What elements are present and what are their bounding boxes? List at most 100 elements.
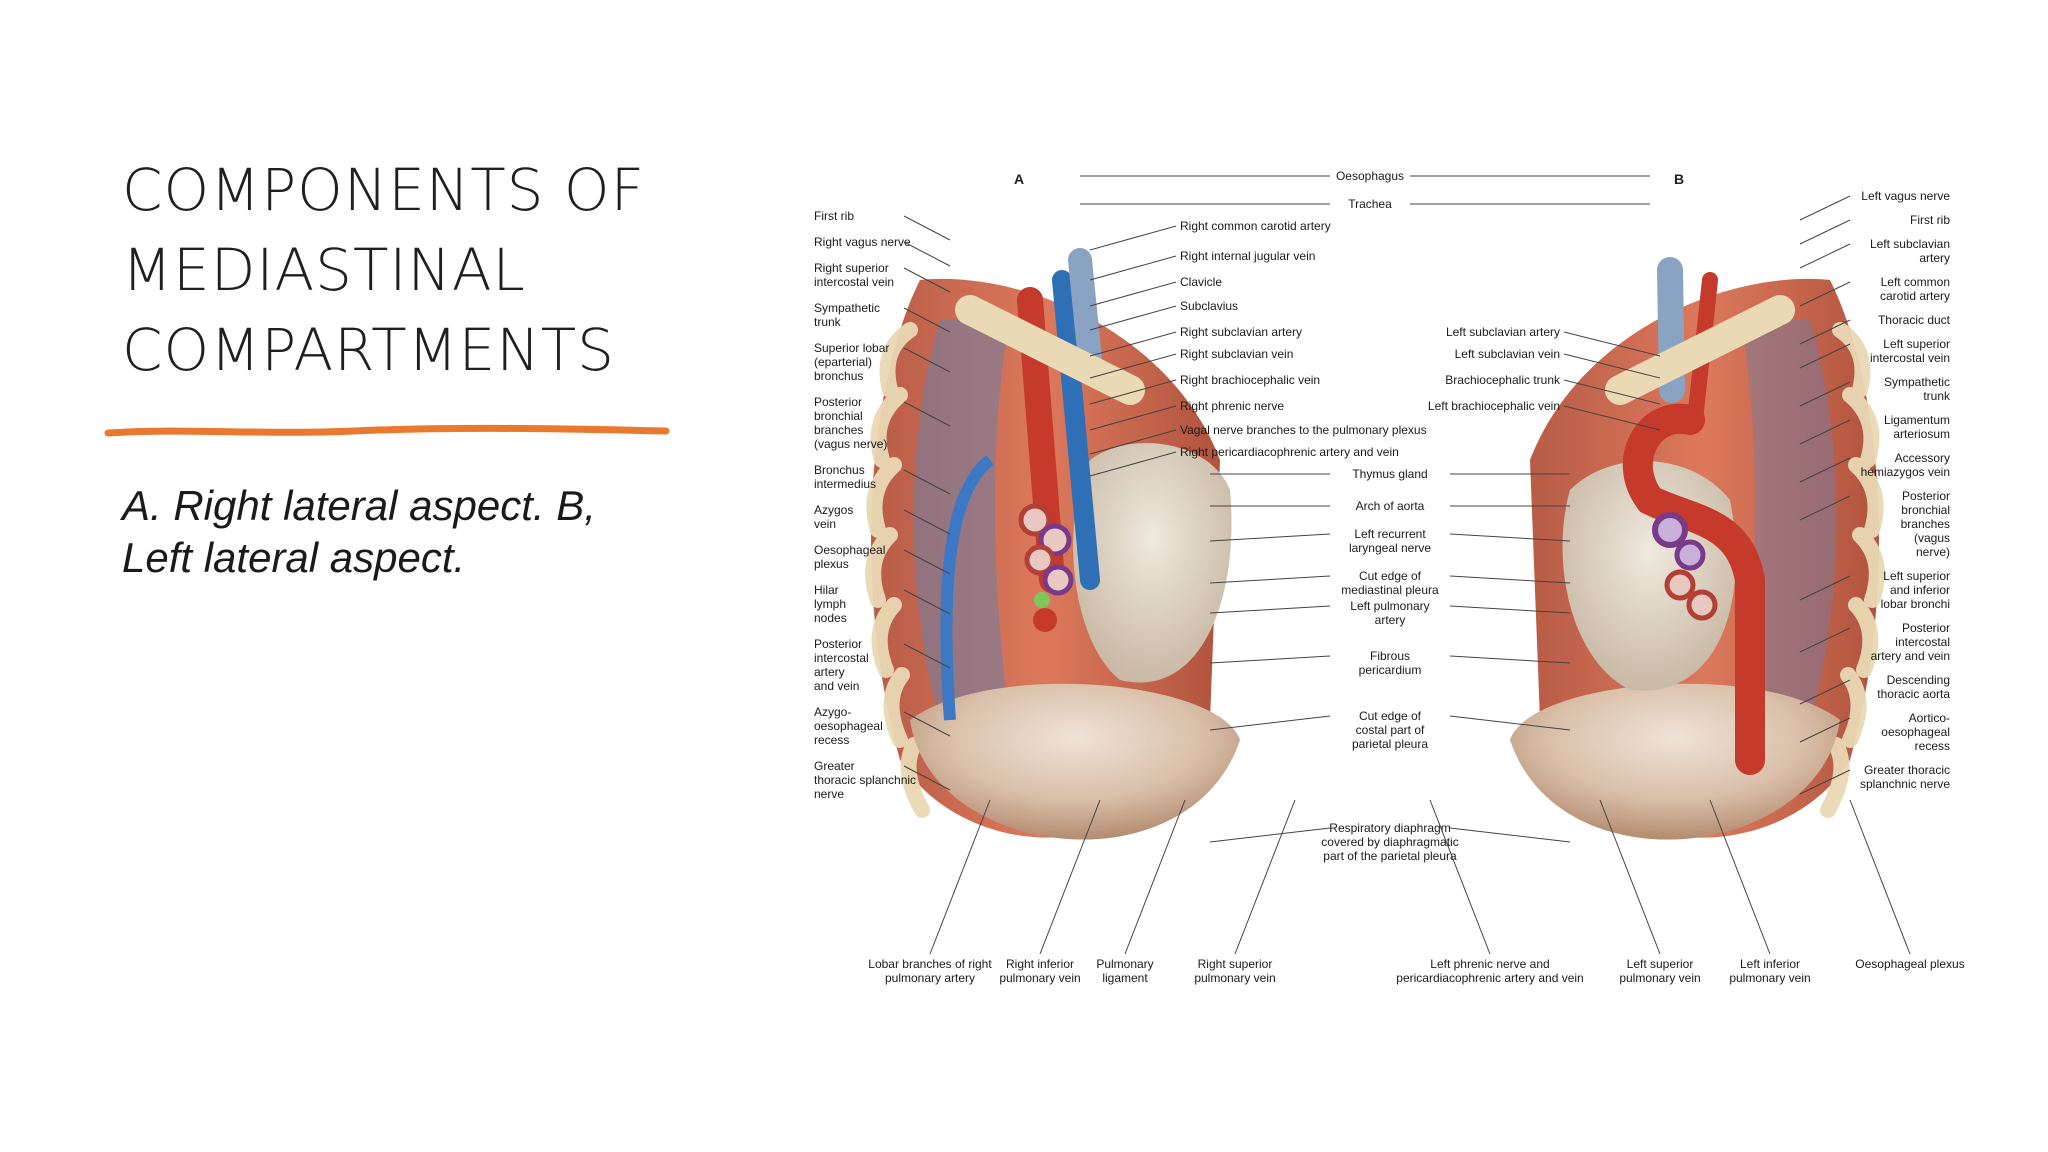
leader-line — [1089, 255, 1177, 281]
leader-line — [1124, 799, 1186, 955]
leader-line — [1089, 451, 1177, 477]
center-label: Brachiocephalic trunk — [1445, 373, 1561, 387]
subtitle-line: Left lateral aspect. — [122, 534, 466, 581]
panel-b-anatomy — [1510, 257, 1885, 840]
leader-line — [1799, 575, 1851, 601]
leader-line — [1799, 419, 1851, 445]
leader-line — [1799, 627, 1851, 653]
right-label: Left vagus nerve — [1861, 189, 1950, 203]
center-label: Arch of aorta — [1356, 499, 1425, 513]
leader-line — [1563, 331, 1661, 357]
leader-line — [903, 765, 951, 791]
leader-line — [1799, 679, 1851, 705]
center-label: Right subclavian artery — [1180, 325, 1302, 339]
title-line: COMPARTMENTS — [122, 316, 615, 384]
title-line: COMPONENTS OF — [122, 156, 645, 224]
leader-line — [1234, 799, 1296, 955]
leader-line — [903, 401, 951, 427]
leader-line — [1089, 281, 1177, 307]
leader-line — [903, 509, 951, 535]
leader-line — [903, 589, 951, 615]
leader-line — [1799, 495, 1851, 521]
leader-line — [903, 549, 951, 575]
right-label: Thoracic duct — [1878, 313, 1951, 327]
leader-line — [1449, 533, 1571, 542]
center-label: Thymus gland — [1352, 467, 1427, 481]
leader-line — [1449, 575, 1571, 584]
center-label: Left subclavian artery — [1446, 325, 1560, 339]
slide-title: COMPONENTS OF MEDIASTINAL COMPARTMENTS — [122, 150, 722, 390]
center-label: Subclavius — [1180, 299, 1238, 313]
center-label: Right subclavian vein — [1180, 347, 1293, 361]
leader-line — [1089, 405, 1177, 431]
leader-line — [1849, 799, 1911, 955]
leader-line — [1449, 605, 1571, 614]
leader-line — [1799, 281, 1851, 307]
leader-line — [1563, 405, 1661, 431]
accent-divider — [104, 424, 670, 437]
center-label: Clavicle — [1180, 275, 1222, 289]
leader-line — [903, 307, 951, 333]
center-label: Right brachiocephalic vein — [1180, 373, 1320, 387]
left-label: Superior lobar(eparterial)bronchus — [814, 341, 889, 383]
center-label: Right common carotid artery — [1180, 219, 1331, 233]
left-label: First rib — [814, 209, 854, 223]
leader-line — [1089, 331, 1177, 357]
leader-line — [1599, 799, 1661, 955]
leader-line — [1563, 379, 1661, 405]
center-label: Right phrenic nerve — [1180, 399, 1284, 413]
bottom-label: Oesophageal plexus — [1855, 957, 1964, 971]
leader-line — [1429, 799, 1491, 955]
leader-line — [1799, 457, 1851, 483]
leader-line — [903, 469, 951, 495]
leader-line — [1799, 243, 1851, 269]
center-label: Right pericardiacophrenic artery and vei… — [1180, 445, 1399, 459]
subtitle-line: A. Right lateral aspect. B, — [122, 482, 596, 529]
leader-line — [1799, 195, 1851, 221]
leader-line — [1089, 429, 1177, 455]
leader-line — [929, 799, 991, 955]
leader-line — [1799, 717, 1851, 743]
leader-line — [903, 215, 951, 241]
leader-line — [1449, 655, 1571, 664]
center-label: Right internal jugular vein — [1180, 249, 1315, 263]
leader-line — [1089, 379, 1177, 405]
leader-line — [1209, 827, 1331, 843]
leader-line — [1089, 305, 1177, 331]
leader-line — [1563, 353, 1661, 379]
center-label: Left subclavian vein — [1455, 347, 1560, 361]
leader-line — [1799, 219, 1851, 245]
right-label: First rib — [1910, 213, 1950, 227]
left-label: Right vagus nerve — [814, 235, 911, 249]
leader-line — [1039, 799, 1101, 955]
leader-line — [903, 241, 951, 267]
leader-line — [1449, 827, 1571, 843]
